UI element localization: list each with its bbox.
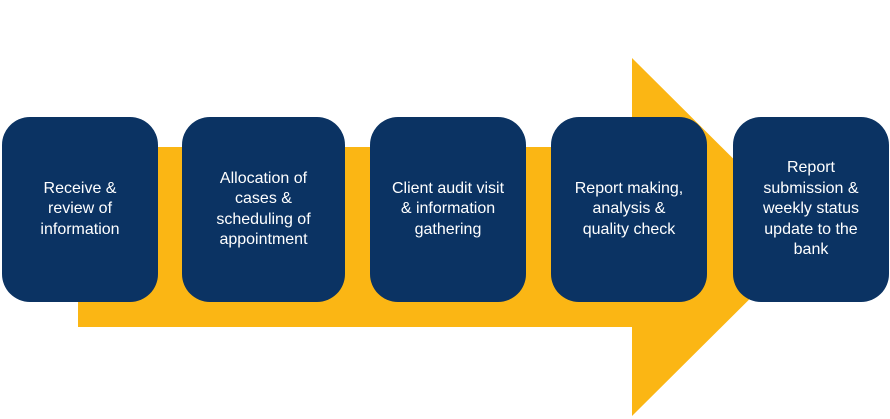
step-label: Receive & review of information	[40, 179, 120, 238]
step-client-audit-visit: Client audit visit & information gatheri…	[370, 117, 526, 302]
step-label: Report submission & weekly status update…	[762, 159, 860, 259]
step-label: Report making, analysis & quality check	[574, 179, 684, 238]
step-receive-review: Receive & review of information	[2, 117, 158, 302]
step-report-making: Report making, analysis & quality check	[551, 117, 707, 302]
step-allocation-scheduling: Allocation of cases & scheduling of appo…	[182, 117, 345, 302]
step-label: Allocation of cases & scheduling of appo…	[216, 169, 311, 249]
step-label: Client audit visit & information gatheri…	[391, 179, 505, 238]
step-report-submission: Report submission & weekly status update…	[733, 117, 889, 302]
